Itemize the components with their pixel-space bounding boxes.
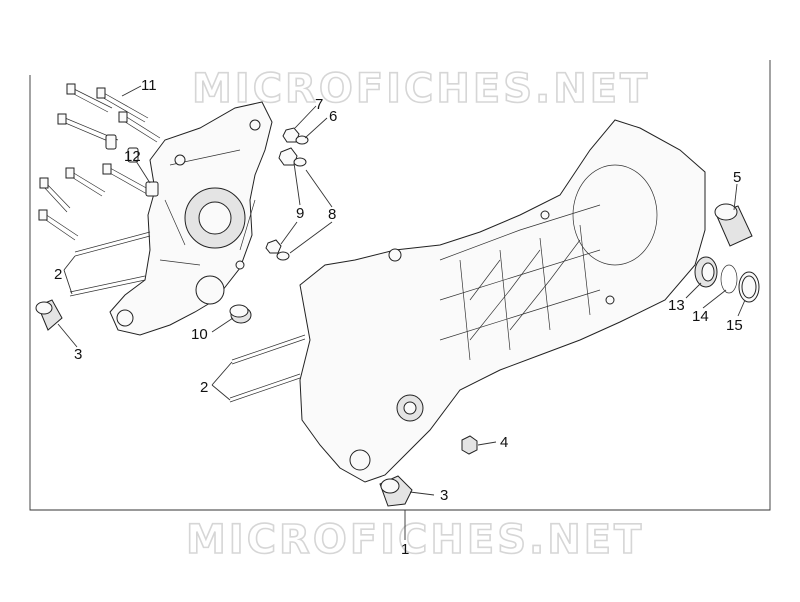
callout-9: 9 [296, 205, 304, 222]
bush-3-bottom [379, 475, 413, 507]
bearing-13 [694, 256, 718, 288]
callout-2-left: 2 [54, 266, 62, 283]
callout-12: 12 [124, 148, 141, 165]
studs-2 [69, 231, 306, 403]
bolts-11 [38, 83, 161, 241]
bush-5 [714, 203, 753, 247]
ring-15 [738, 271, 760, 303]
callout-3-bottom: 3 [440, 487, 448, 504]
dowels-12 [105, 134, 159, 197]
callout-1: 1 [401, 541, 409, 558]
seal-10 [229, 304, 252, 324]
circlip-14 [720, 264, 738, 294]
callout-5: 5 [733, 169, 741, 186]
callout-7: 7 [315, 96, 323, 113]
callout-15: 15 [726, 317, 743, 334]
callout-6: 6 [329, 108, 337, 125]
leader-lines [57, 85, 746, 496]
bush-3-left [35, 299, 63, 331]
watermark-top: MICROFICHES.NET [192, 66, 650, 112]
left-crankcase-half [109, 101, 273, 336]
callout-3-left: 3 [74, 346, 82, 363]
callout-14: 14 [692, 308, 709, 325]
nut-4 [461, 435, 478, 455]
callout-13: 13 [668, 297, 685, 314]
watermark-bottom: MICROFICHES.NET [186, 517, 644, 563]
callout-8: 8 [328, 206, 336, 223]
callout-11: 11 [141, 77, 157, 94]
callouts: 1 2 2 3 3 4 5 6 7 8 9 10 11 12 13 14 15 [54, 77, 743, 558]
callout-10: 10 [191, 326, 208, 343]
callout-4: 4 [500, 434, 508, 451]
main-crankcase [299, 119, 706, 483]
callout-2-center: 2 [200, 379, 208, 396]
nuts-and-washers [265, 127, 309, 261]
assembly-frame [29, 60, 771, 511]
